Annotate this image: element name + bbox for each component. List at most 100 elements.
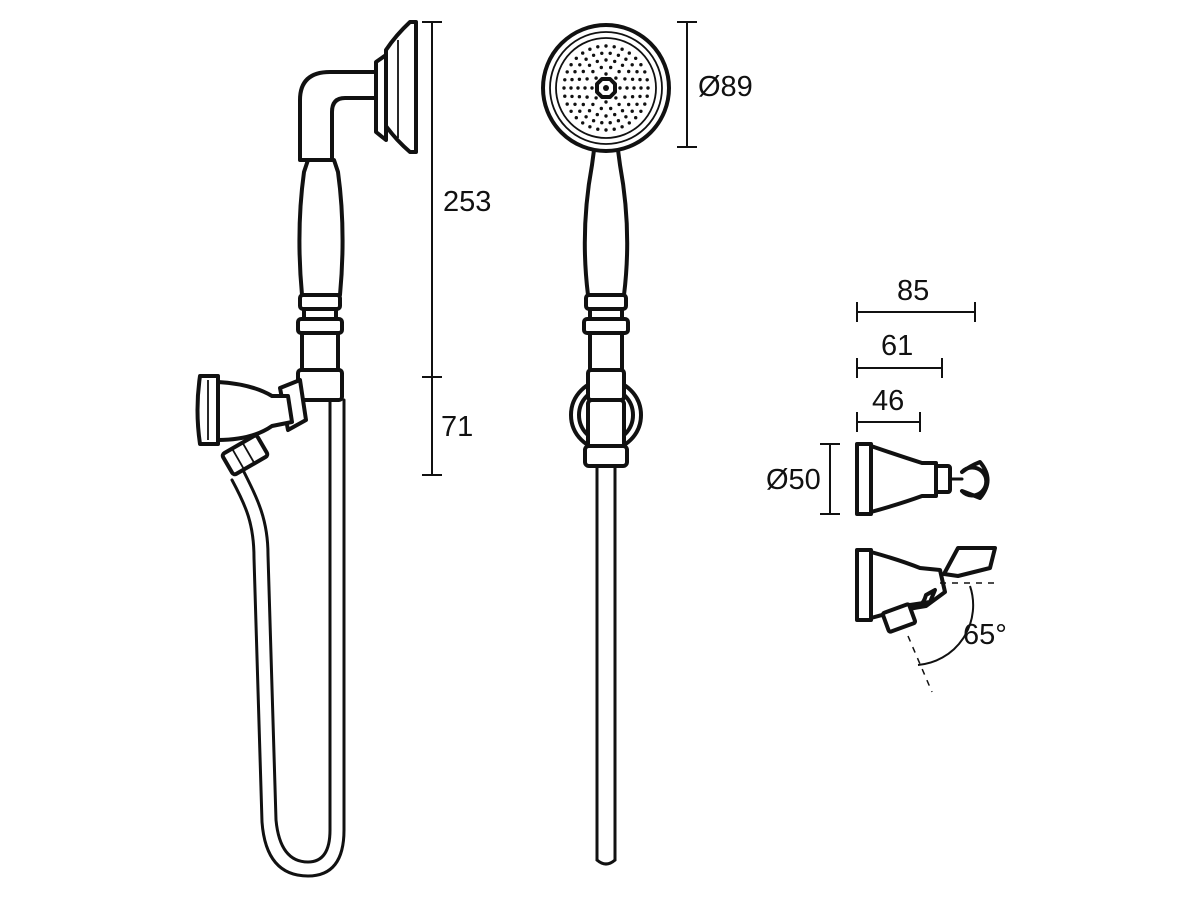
- nozzle-dot: [591, 69, 595, 74]
- nozzle-dot: [608, 51, 612, 55]
- nozzle-dot: [630, 109, 634, 113]
- nozzle-dot: [588, 125, 592, 129]
- nozzle-pattern: [562, 44, 650, 132]
- nozzle-dot: [632, 86, 636, 90]
- nozzle-dot: [643, 70, 647, 74]
- front-view-handle: [582, 148, 630, 402]
- nozzle-dot: [604, 128, 608, 132]
- nozzle-dot: [639, 86, 643, 90]
- nozzle-dot: [638, 77, 642, 82]
- overall-height-label: 253: [443, 186, 491, 218]
- nozzle-dot: [595, 112, 599, 117]
- nozzle-dot: [627, 69, 631, 74]
- nozzle-dot: [562, 86, 566, 90]
- nozzle-dot: [609, 65, 613, 70]
- nozzle-dot: [578, 109, 582, 113]
- nozzle-dot: [600, 121, 604, 125]
- nozzle-dot: [581, 121, 585, 125]
- projection-min-label: 46: [872, 385, 904, 417]
- nozzle-dot: [576, 86, 580, 90]
- front-view-shower-head: [541, 23, 671, 153]
- side-view-wall-holder: [195, 368, 344, 477]
- height-dimension-line: [422, 21, 442, 476]
- nozzle-dot: [630, 63, 634, 67]
- nozzle-dot: [591, 102, 595, 107]
- nozzle-dot: [594, 96, 598, 100]
- head-diameter-dimension-line: [677, 21, 697, 148]
- nozzle-dot: [604, 114, 608, 118]
- nozzle-dot: [569, 109, 573, 114]
- nozzle-dot: [563, 78, 567, 82]
- nozzle-dot: [616, 119, 621, 123]
- nozzle-dot: [573, 102, 577, 107]
- nozzle-dot: [591, 53, 596, 57]
- nozzle-dot: [623, 77, 627, 81]
- nozzle-dot: [635, 102, 639, 107]
- nozzle-dot: [569, 62, 573, 67]
- nozzle-dot: [645, 78, 649, 82]
- nozzle-dot: [613, 112, 617, 117]
- nozzle-dot: [638, 94, 642, 99]
- front-view-hose: [595, 453, 617, 866]
- nozzle-dot: [612, 45, 616, 49]
- nozzle-dot: [584, 57, 588, 61]
- nozzle-dot: [630, 95, 635, 99]
- nozzle-dot: [623, 95, 627, 99]
- nozzle-dot: [581, 102, 585, 107]
- projection-mid-label: 61: [881, 330, 913, 362]
- nozzle-dot: [565, 70, 569, 74]
- nozzle-dot: [613, 59, 617, 64]
- nozzle-dot: [577, 77, 582, 82]
- nozzle-dot: [587, 63, 592, 67]
- nozzle-dot: [581, 69, 585, 74]
- nozzle-dot: [617, 69, 621, 74]
- flange-diameter-label: Ø50: [766, 464, 821, 496]
- nozzle-dot: [620, 109, 625, 113]
- nozzle-dot: [627, 121, 631, 125]
- nozzle-dot: [639, 62, 643, 67]
- nozzle-dot: [587, 109, 592, 113]
- nozzle-dot: [595, 59, 599, 64]
- nozzle-dot: [604, 44, 608, 48]
- nozzle-dot: [624, 57, 628, 61]
- nozzle-dot: [578, 63, 582, 67]
- nozzle-dot: [577, 95, 582, 99]
- side-view: [195, 20, 418, 878]
- nozzle-dot: [639, 109, 643, 114]
- tilt-angle-indicator: [907, 582, 1000, 693]
- nozzle-dot: [630, 77, 635, 82]
- nozzle-dot: [620, 125, 624, 129]
- nozzle-dot: [624, 115, 628, 119]
- nozzle-dot: [585, 77, 589, 81]
- nozzle-dot: [563, 94, 567, 98]
- nozzle-dot: [600, 51, 604, 55]
- front-view: [541, 23, 671, 866]
- nozzle-dot: [565, 102, 569, 106]
- side-view-hose: [230, 398, 346, 878]
- nozzle-dot: [609, 106, 613, 111]
- nozzle-dot: [617, 102, 621, 107]
- nozzle-dot: [643, 102, 647, 106]
- side-view-shower-head: [298, 20, 418, 162]
- projection-max-label: 85: [897, 275, 929, 307]
- nozzle-dot: [634, 56, 638, 60]
- nozzle-dot: [573, 70, 577, 74]
- nozzle-dot: [604, 100, 608, 104]
- nozzle-dot: [646, 86, 650, 90]
- projection-dimension-lines: [856, 302, 976, 432]
- nozzle-dot: [604, 58, 608, 62]
- nozzle-dot: [599, 106, 603, 111]
- side-view-handle: [296, 158, 345, 372]
- nozzle-dot: [645, 94, 649, 98]
- wall-bracket-tilt-view: [855, 546, 997, 634]
- nozzle-dot: [574, 56, 578, 60]
- nozzle-dot: [594, 76, 598, 80]
- nozzle-dot: [634, 116, 638, 120]
- nozzle-dot: [627, 102, 631, 107]
- nozzle-dot: [590, 86, 594, 90]
- nozzle-dot: [625, 86, 629, 90]
- nozzle-dot: [599, 65, 603, 70]
- head-diameter-label: Ø89: [698, 71, 753, 103]
- wall-bracket-top-view: [855, 442, 990, 516]
- nozzle-dot: [596, 127, 600, 131]
